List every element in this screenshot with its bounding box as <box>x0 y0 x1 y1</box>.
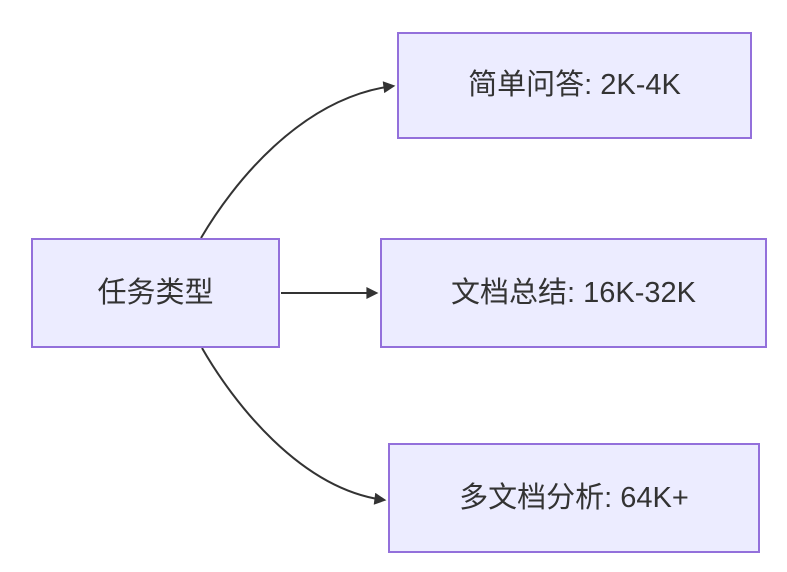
node-multidoc-analysis-label: 多文档分析: 64K+ <box>459 481 689 514</box>
edge-root-to-multidoc-analysis <box>201 347 387 505</box>
node-multidoc-analysis: 多文档分析: 64K+ <box>388 443 760 553</box>
node-simple-qa-label: 简单问答: 2K-4K <box>468 69 681 102</box>
node-task-type-label: 任务类型 <box>97 276 214 309</box>
node-task-type: 任务类型 <box>31 238 280 348</box>
node-simple-qa: 简单问答: 2K-4K <box>397 32 752 139</box>
edge-root-to-simple-qa <box>200 81 396 239</box>
node-doc-summary: 文档总结: 16K-32K <box>380 238 767 348</box>
node-doc-summary-label: 文档总结: 16K-32K <box>451 276 696 309</box>
